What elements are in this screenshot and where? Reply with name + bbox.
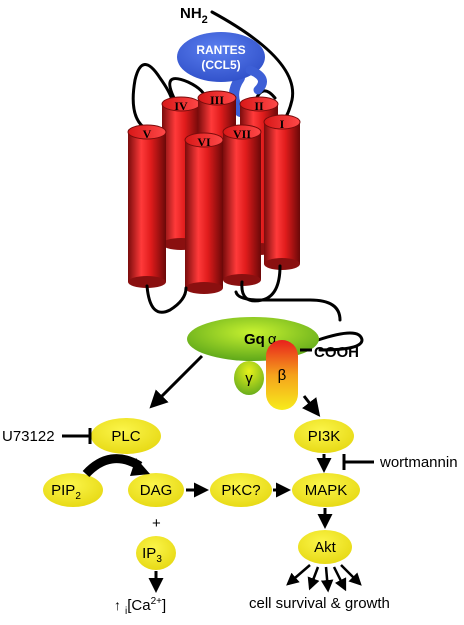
akt-node: Akt [298,530,352,564]
u73122-label: U73122 [2,428,55,445]
helix-label-v: V [143,127,152,141]
nh2-label: NH2 [180,5,208,26]
helix-label-vi: VI [197,135,211,149]
svg-text:γ: γ [245,370,253,387]
pkc-node: PKC? [210,473,272,507]
pip2-node: PIP2 [43,473,103,507]
gamma-subunit: γ [234,361,264,395]
ligand-alias: (CCL5) [201,58,240,72]
helix-label-iv: IV [174,99,188,113]
dag-node: DAG [128,473,184,507]
helix-label-ii: II [254,99,264,113]
cooh-label: COOH [314,344,359,361]
arrow-betagamma-to-pi3k [302,395,321,417]
helix-vii [222,124,262,286]
helix-labels: IV III II I V VI VII [143,93,285,149]
helix-vi [184,132,224,294]
svg-text:PIP2: PIP2 [51,482,81,502]
svg-text:PKC?: PKC? [221,482,260,499]
ip3-node: IP3 [136,536,176,570]
svg-text:DAG: DAG [140,482,173,499]
svg-text:PLC: PLC [111,428,140,445]
wortmannin-label: wortmannin [379,454,458,471]
mapk-node: MAPK [292,473,360,507]
svg-text:Akt: Akt [314,539,337,556]
beta-subunit: β [266,340,298,410]
helix-label-vii: VII [233,127,251,141]
calcium-label: ↑i[Ca2+] [114,596,166,617]
svg-text:β: β [278,367,287,384]
svg-text:PI3K: PI3K [308,428,341,445]
plc-node: PLC [91,418,161,454]
helix-label-i: I [280,117,285,131]
ligand-name: RANTES [196,43,245,57]
arrow-pip2-to-dag-head [130,458,150,476]
arrow-gq-to-plc [149,354,204,409]
intracellular-loops [145,264,364,352]
pi3k-node: PI3K [294,419,354,453]
ligand-rantes: RANTES (CCL5) [177,32,267,95]
helix-v [127,124,167,288]
svg-text:MAPK: MAPK [305,482,348,499]
plus-sign: + [152,515,161,532]
helix-i [263,114,301,270]
svg-text:IP3: IP3 [142,545,162,565]
helix-label-iii: III [210,93,224,107]
outcome-label: cell survival & growth [249,595,390,612]
akt-output-arrows [286,564,362,593]
